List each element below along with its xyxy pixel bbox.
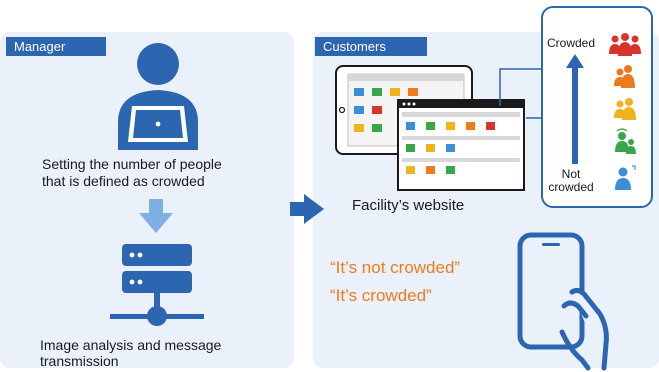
step2-line1: Image analysis and message — [40, 337, 222, 353]
right-arrow-icon — [290, 194, 324, 224]
step1-line1: Setting the number of people — [42, 156, 222, 172]
manager-tag: Manager — [6, 37, 106, 56]
server-network-icon — [110, 244, 204, 326]
crowd-level-5-icon — [609, 33, 641, 56]
customers-tag: Customers — [315, 37, 427, 56]
website-screens-icon — [335, 65, 525, 191]
manager-panel — [0, 32, 294, 368]
connector-lines — [499, 68, 541, 119]
crowd-level-3-icon — [614, 98, 636, 120]
up-arrow-icon — [566, 54, 584, 164]
crowd-level-4-icon — [614, 65, 635, 88]
person-laptop-icon — [118, 43, 198, 150]
message-crowded: “It’s crowded” — [330, 286, 432, 305]
crowd-level-1-icon — [615, 165, 636, 190]
message-not-crowded: “It’s not crowded” — [330, 258, 461, 277]
legend-crowded-bottom-label: crowded — [548, 180, 594, 194]
legend-not-label: Not — [561, 167, 581, 181]
smartphone-hand-icon — [517, 232, 609, 371]
down-arrow-icon — [139, 199, 173, 233]
legend-crowded-label: Crowded — [547, 36, 596, 50]
step2-line2: transmission — [40, 353, 119, 369]
website-label: Facility’s website — [352, 197, 465, 214]
crowd-level-2-icon — [615, 128, 636, 154]
step1-line2: that is defined as crowded — [42, 173, 205, 189]
